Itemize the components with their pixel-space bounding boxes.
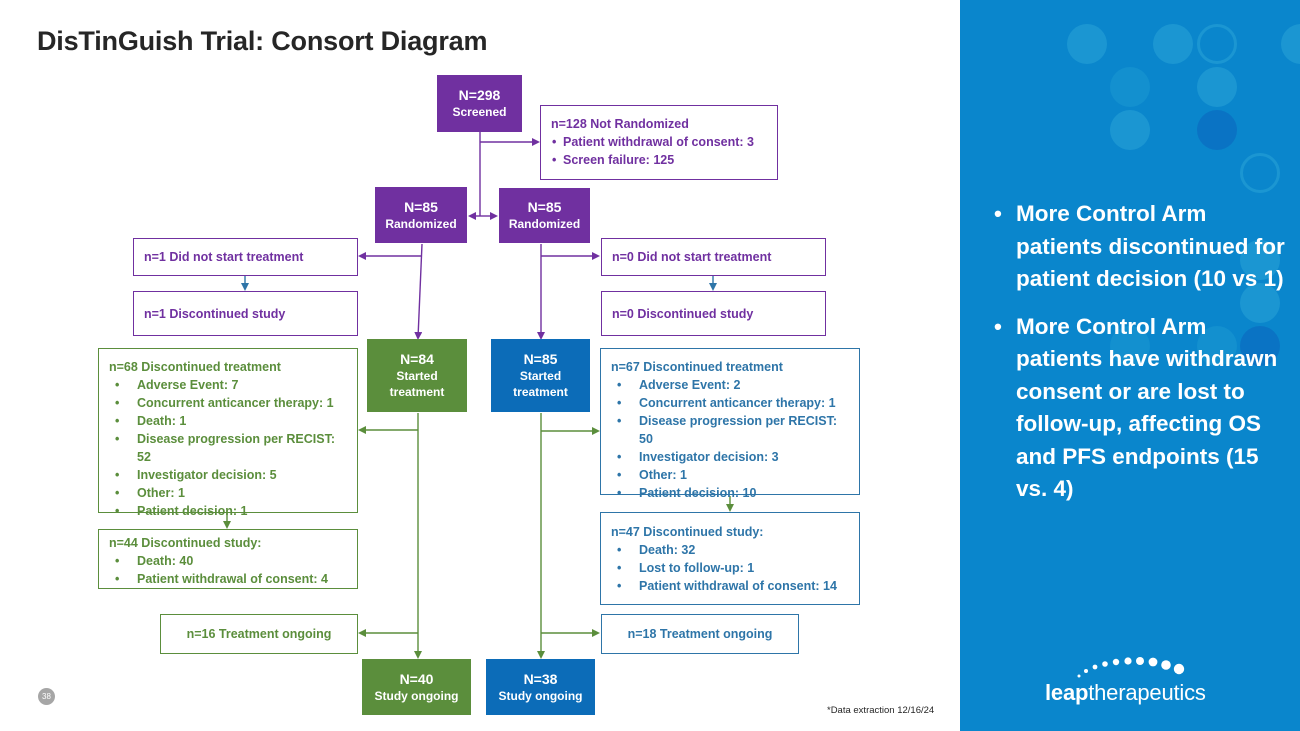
left-discontinued-study-box: n=44 Discontinued study: Death: 40 Patie… (98, 529, 358, 589)
right-disc-treatment-item: Investigator decision: 3 (611, 448, 849, 466)
leap-therapeutics-logo: leaptherapeutics (1045, 654, 1225, 706)
left-discontinued-study-early-box: n=1 Discontinued study (133, 291, 358, 336)
right-disc-study-item: Death: 32 (611, 541, 849, 559)
right-randomized-count: N=85 (527, 199, 562, 215)
left-disc-study-item: Death: 40 (109, 552, 347, 570)
flow-connectors (223, 131, 734, 659)
right-disc-study-item: Patient withdrawal of consent: 14 (611, 577, 849, 595)
side-panel: More Control Arm patients discontinued f… (960, 0, 1300, 731)
decorative-dot (1197, 24, 1237, 64)
decorative-dot (1281, 24, 1300, 64)
right-treatment-ongoing-text: n=18 Treatment ongoing (627, 627, 773, 641)
page-number: 38 (38, 688, 55, 705)
right-started-box: N=85 Started treatment (491, 339, 590, 412)
right-discontinued-treatment-heading: n=67 Discontinued treatment (611, 360, 783, 374)
left-treatment-ongoing-text: n=16 Treatment ongoing (186, 627, 332, 641)
decorative-dot (1240, 153, 1280, 193)
right-study-ongoing-label: Study ongoing (498, 688, 583, 703)
left-discontinued-study-heading: n=44 Discontinued study: (109, 536, 262, 550)
left-study-ongoing-count: N=40 (399, 670, 434, 687)
left-discontinued-study-early-text: n=1 Discontinued study (144, 306, 286, 321)
logo-wordmark-light: therapeutics (1088, 680, 1206, 705)
decorative-dot (1110, 110, 1150, 150)
right-started-label: Started treatment (513, 369, 568, 399)
left-randomized-box: N=85 Randomized (375, 187, 467, 243)
logo-wordmark: leaptherapeutics (1045, 680, 1206, 706)
right-started-count: N=85 (523, 351, 558, 367)
right-randomized-box: N=85 Randomized (499, 188, 590, 243)
decorative-dot (1197, 110, 1237, 150)
left-study-ongoing-box: N=40 Study ongoing (362, 659, 471, 715)
left-randomized-count: N=85 (404, 198, 438, 215)
not-randomized-heading: n=128 Not Randomized (551, 117, 689, 131)
right-disc-treatment-item: Concurrent anticancer therapy: 1 (611, 394, 849, 412)
left-disc-treatment-item: Adverse Event: 7 (109, 376, 347, 394)
logo-dots-icon (1077, 657, 1185, 678)
right-did-not-start-text: n=0 Did not start treatment (612, 250, 772, 264)
left-did-not-start-box: n=1 Did not start treatment (133, 238, 358, 276)
left-started-count: N=84 (400, 351, 434, 367)
right-discontinued-treatment-box: n=67 Discontinued treatment Adverse Even… (600, 348, 860, 502)
left-study-ongoing-label: Study ongoing (374, 688, 459, 703)
decorative-dot (1110, 67, 1150, 107)
left-started-box: N=84 Started treatment (367, 339, 467, 412)
not-randomized-box: n=128 Not Randomized Patient withdrawal … (540, 105, 778, 180)
right-disc-study-item: Lost to follow-up: 1 (611, 559, 849, 577)
left-disc-treatment-item: Other: 1 (109, 484, 347, 502)
left-discontinued-treatment-box: n=68 Discontinued treatment Adverse Even… (98, 348, 358, 520)
right-did-not-start-box: n=0 Did not start treatment (601, 238, 826, 276)
left-did-not-start-text: n=1 Did not start treatment (144, 250, 304, 264)
screened-box: N=298 Screened (437, 75, 522, 132)
left-randomized-label: Randomized (385, 216, 457, 231)
right-disc-treatment-item: Adverse Event: 2 (611, 376, 849, 394)
right-randomized-label: Randomized (508, 217, 581, 231)
logo-wordmark-bold: leap (1045, 680, 1089, 705)
connector-left-rand-down (414, 243, 423, 340)
left-disc-treatment-item: Disease progression per RECIST: 52 (109, 430, 347, 466)
left-disc-treatment-item: Death: 1 (109, 412, 347, 430)
key-takeaways: More Control Arm patients discontinued f… (988, 198, 1288, 521)
right-discontinued-study-early-text: n=0 Discontinued study (612, 306, 754, 321)
screened-label: Screened (452, 105, 507, 119)
right-discontinued-study-early-box: n=0 Discontinued study (601, 291, 826, 336)
takeaway-bullet: More Control Arm patients have withdrawn… (988, 311, 1288, 506)
right-disc-treatment-item: Other: 1 (611, 466, 849, 484)
screened-count: N=298 (458, 87, 501, 103)
left-disc-study-item: Patient withdrawal of consent: 4 (109, 570, 347, 588)
right-discontinued-study-box: n=47 Discontinued study: Death: 32 Lost … (600, 512, 860, 605)
right-discontinued-study-heading: n=47 Discontinued study: (611, 525, 764, 539)
right-disc-treatment-item: Disease progression per RECIST: 50 (611, 412, 849, 448)
right-study-ongoing-box: N=38 Study ongoing (486, 659, 595, 715)
footnote: *Data extraction 12/16/24 (827, 705, 935, 716)
left-disc-treatment-item: Investigator decision: 5 (109, 466, 347, 484)
right-disc-treatment-item: Patient decision: 10 (611, 484, 849, 502)
not-randomized-item: Patient withdrawal of consent: 3 (551, 133, 767, 151)
not-randomized-item: Screen failure: 125 (551, 151, 767, 169)
left-treatment-ongoing-box: n=16 Treatment ongoing (160, 614, 358, 654)
decorative-dot (1153, 24, 1193, 64)
left-started-label: Started treatment (389, 369, 445, 399)
right-study-ongoing-count: N=38 (523, 670, 558, 687)
takeaway-bullet: More Control Arm patients discontinued f… (988, 198, 1288, 296)
left-discontinued-treatment-heading: n=68 Discontinued treatment (109, 360, 281, 374)
decorative-dot (1067, 24, 1107, 64)
right-treatment-ongoing-box: n=18 Treatment ongoing (601, 614, 799, 654)
decorative-dot (1197, 67, 1237, 107)
left-disc-treatment-item: Patient decision: 1 (109, 502, 347, 520)
left-disc-treatment-item: Concurrent anticancer therapy: 1 (109, 394, 347, 412)
slide-title: DisTinGuish Trial: Consort Diagram (37, 26, 488, 56)
